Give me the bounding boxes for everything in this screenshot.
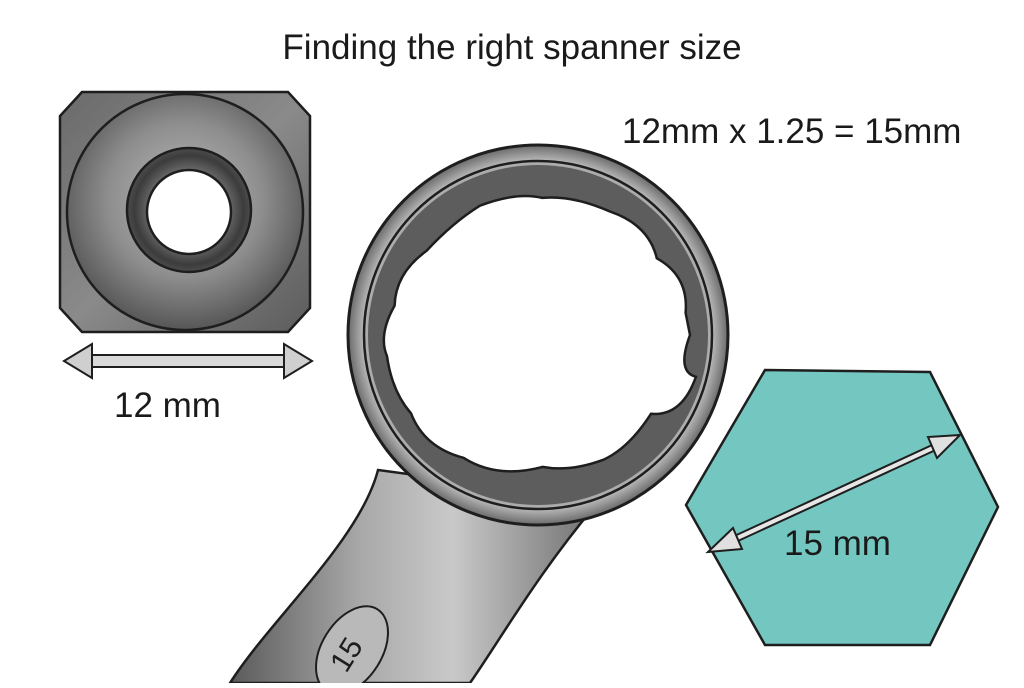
square-nut-bore bbox=[145, 168, 233, 256]
hex-arrow-head-right-icon bbox=[926, 433, 963, 460]
square-nut bbox=[58, 90, 312, 334]
hexagon-face bbox=[684, 368, 1000, 647]
arrow-head-right-icon bbox=[283, 342, 314, 380]
nut-size-label: 12 mm bbox=[114, 386, 221, 425]
ring-spanner: 15 bbox=[227, 143, 730, 688]
arrow-head-left-icon bbox=[62, 342, 93, 380]
hexagon-nut bbox=[684, 368, 1000, 647]
spanner-stamp-oval bbox=[315, 605, 389, 688]
size-formula: 12mm x 1.25 = 15mm bbox=[622, 112, 962, 151]
hex-arrow-head-left-icon bbox=[705, 526, 744, 554]
spanner-12-point-opening bbox=[382, 194, 698, 473]
hexagon-size-label: 15 mm bbox=[784, 524, 891, 563]
spanner-ring-inner-edge bbox=[362, 159, 714, 511]
nut-width-arrow bbox=[62, 342, 314, 380]
hex-width-arrow bbox=[705, 433, 963, 554]
diagram-title: Finding the right spanner size bbox=[282, 28, 742, 67]
